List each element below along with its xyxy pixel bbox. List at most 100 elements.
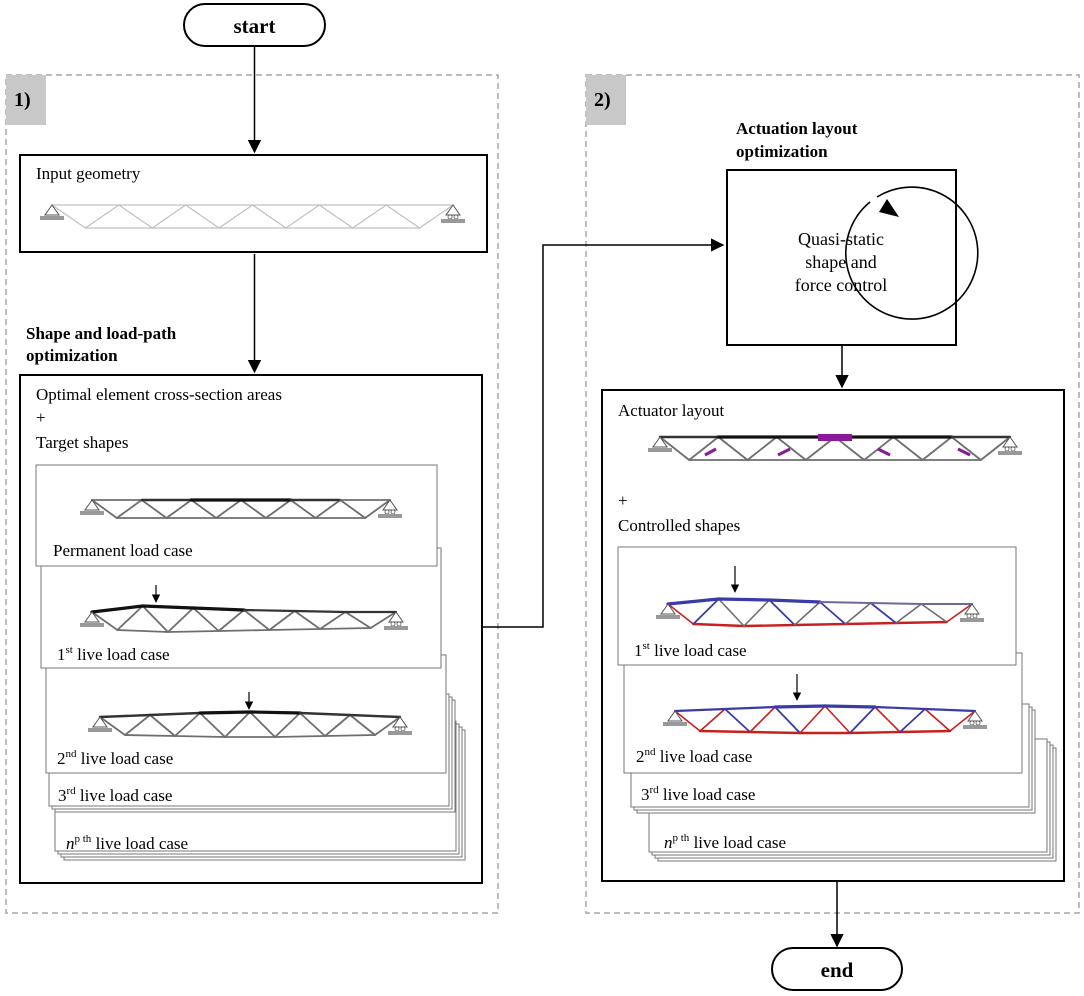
truss-diagonal	[116, 605, 144, 631]
truss-bottom-chord	[319, 627, 372, 630]
cycle-line-1: Quasi-static	[798, 229, 884, 249]
truss-diagonal	[224, 711, 251, 738]
truss-bottom-chord	[274, 735, 326, 738]
pin-support-icon	[88, 716, 112, 732]
truss-diagonal	[314, 499, 342, 519]
roller-support-icon	[963, 710, 987, 729]
truss-diagonal	[264, 499, 292, 519]
truss-diagonal	[374, 716, 401, 736]
actuator-layout-box: Actuator layout + Controlled shapes np t…	[601, 389, 1065, 882]
roller-support-icon	[388, 716, 412, 735]
card-2nd-live: 2nd live load case	[45, 654, 447, 774]
truss-diagonal	[799, 705, 826, 734]
truss-diagonal	[185, 204, 220, 229]
truss-bottom-chord	[698, 729, 752, 734]
truss-top-chord	[191, 606, 246, 612]
truss-diagonal	[892, 436, 924, 461]
ctrl-card-2nd-live: 2nd live load case	[623, 652, 1023, 774]
truss-diagonal	[667, 603, 695, 625]
truss-diagonal	[240, 499, 267, 519]
truss-diagonal	[249, 711, 276, 738]
ctrl-case-1st-label: 1st live load case	[634, 640, 747, 660]
truss-diagonal	[199, 712, 226, 738]
truss-bottom-chord	[167, 630, 220, 633]
truss-diagonal	[192, 607, 220, 632]
truss-diagonal	[979, 436, 1011, 461]
case-1st-label: 1st live load case	[57, 644, 170, 664]
pin-support-icon	[648, 436, 672, 452]
cycle-arrowhead-icon	[879, 199, 899, 217]
truss-top-chord	[923, 707, 977, 713]
shape-optimization-heading-1: Shape and load-path	[26, 324, 177, 343]
actuation-box: Quasi-static shape and force control	[726, 169, 979, 346]
truss-diagonal	[319, 611, 347, 630]
truss-diagonal	[945, 603, 973, 623]
truss-top-chord	[298, 711, 352, 717]
ctrl-truss-2nd-live	[663, 674, 987, 735]
truss-diagonal	[51, 204, 87, 229]
truss-diagonal	[921, 436, 953, 461]
shape-optimization-heading-2: optimization	[26, 346, 118, 365]
truss-diagonal	[369, 611, 397, 629]
truss-diagonal	[268, 610, 296, 631]
truss-diagonal	[251, 204, 287, 229]
truss-top-chord	[873, 705, 927, 711]
truss-diagonal	[324, 714, 351, 737]
optimization-box: Optimal element cross-section areas + Ta…	[19, 374, 483, 884]
truss-diagonal	[115, 499, 143, 519]
truss-top-chord	[98, 713, 152, 719]
truss-top-chord	[141, 604, 195, 610]
truss-diagonal	[289, 499, 317, 519]
truss-diagonal	[743, 599, 771, 627]
truss-diagonal	[274, 712, 301, 738]
cycle-arrow-icon	[845, 186, 979, 320]
permanent-case-label: Permanent load case	[53, 541, 193, 560]
truss-diagonal	[692, 598, 720, 625]
truss-top-chord	[673, 707, 727, 713]
panel-1-label-box	[6, 75, 46, 125]
truss-diagonal	[174, 712, 201, 737]
truss-diagonal	[349, 714, 376, 736]
actuation-heading-1: Actuation layout	[736, 119, 858, 138]
case-3rd-label: 3rd live load case	[58, 785, 172, 805]
truss-top-chord	[242, 608, 296, 613]
ctrl-case-3rd-label: 3rd live load case	[641, 784, 755, 804]
truss-diagonal	[746, 436, 778, 461]
end-label: end	[821, 958, 854, 982]
roller-support-icon	[384, 611, 408, 630]
truss-top-chord	[198, 710, 252, 715]
truss-diagonal	[895, 603, 923, 624]
truss-diagonal	[167, 607, 195, 633]
truss-bottom-chord	[124, 734, 176, 737]
truss-diagonal	[699, 708, 726, 732]
truss-diagonal	[124, 714, 151, 736]
truss-diagonal	[717, 436, 749, 461]
pin-support-icon	[656, 603, 680, 619]
roller-support-icon	[960, 603, 984, 622]
roller-support-icon	[998, 436, 1022, 455]
truss-diagonal	[218, 204, 254, 229]
pin-support-icon	[40, 204, 64, 220]
input-geometry-title: Input geometry	[36, 164, 141, 183]
ctrl-case-np-label: np th live load case	[664, 832, 786, 852]
cycle-line-3: force control	[795, 275, 887, 295]
truss-top-chord	[148, 711, 202, 717]
roller-support-icon	[378, 499, 402, 518]
truss-diagonal	[874, 706, 901, 733]
truss-1st-live	[80, 585, 408, 633]
truss-bottom-chord	[894, 620, 948, 625]
truss-bottom-chord	[217, 629, 271, 632]
truss-diagonal	[774, 706, 801, 734]
actuator-layout-title: Actuator layout	[618, 401, 724, 420]
actuator-top-chord	[818, 434, 852, 441]
actuation-heading-2: optimization	[736, 142, 828, 161]
truss-diagonal	[659, 436, 691, 461]
panel-1: 1)	[5, 74, 499, 914]
truss-diagonal	[243, 609, 271, 631]
truss-diagonal	[920, 603, 948, 623]
truss-top-chord	[717, 597, 771, 602]
truss-diagonal	[793, 601, 821, 626]
truss-bottom-chord	[116, 629, 169, 633]
truss-diagonal	[824, 705, 851, 734]
